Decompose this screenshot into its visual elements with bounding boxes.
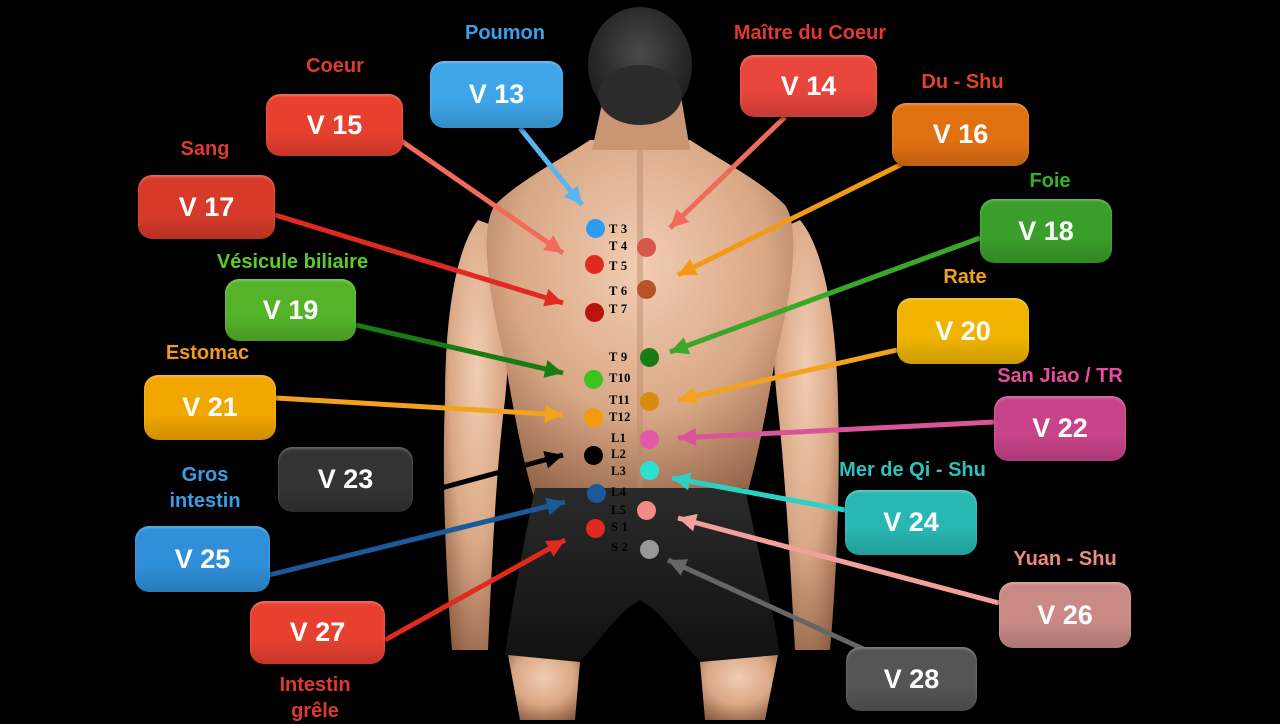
spine-dot-t5 — [585, 255, 604, 274]
vertebra-label: L4 — [611, 485, 627, 499]
code-box-v20: V 20 — [897, 298, 1029, 364]
organ-label-v17: Sang — [180, 138, 230, 160]
code-box-v26: V 26 — [999, 582, 1131, 648]
vertebra-label: T 7 — [609, 302, 628, 316]
vertebra-label: T12 — [609, 410, 631, 424]
organ-label-v20: Rate — [943, 266, 987, 288]
organ-label-v22: San Jiao / TR — [997, 365, 1123, 387]
code-box-v22: V 22 — [994, 396, 1126, 461]
organ-label-v24: Mer de Qi - Shu — [839, 459, 986, 481]
spine-dot-l4 — [587, 484, 606, 503]
spine-dot-l5 — [637, 501, 656, 520]
vertebra-label: T 5 — [609, 259, 628, 273]
spine-dot-l1 — [640, 430, 659, 449]
organ-label-v27: Intestin grêle — [279, 674, 351, 722]
vertebra-label: L2 — [611, 447, 627, 461]
spine-dot-t6 — [637, 280, 656, 299]
spine-dot-s2 — [640, 540, 659, 559]
code-box-v21: V 21 — [144, 375, 276, 440]
vertebra-label: T10 — [609, 371, 631, 385]
code-box-v13: V 13 — [430, 61, 563, 128]
spine-dot-l3 — [640, 461, 659, 480]
vertebra-label: S 1 — [611, 520, 629, 534]
code-box-v24: V 24 — [845, 490, 977, 555]
organ-label-v16: Du - Shu — [921, 71, 1004, 93]
organ-label-v19: Vésicule biliaire — [216, 251, 369, 273]
spine-dot-s1 — [586, 519, 605, 538]
spine-dot-t11 — [640, 392, 659, 411]
code-box-v15: V 15 — [266, 94, 403, 156]
vertebra-label: T 6 — [609, 284, 628, 298]
organ-label-v21: Estomac — [165, 342, 250, 364]
code-box-v17: V 17 — [138, 175, 275, 239]
code-box-v27: V 27 — [250, 601, 385, 664]
vertebra-label: T 4 — [609, 239, 628, 253]
vertebra-label: L3 — [611, 464, 627, 478]
vertebra-label: T11 — [609, 393, 631, 407]
code-box-v23: V 23 — [278, 447, 413, 512]
code-box-v19: V 19 — [225, 279, 356, 341]
code-box-v16: V 16 — [892, 103, 1029, 166]
spine-dot-t10 — [584, 370, 603, 389]
vertebra-label: T 9 — [609, 350, 628, 364]
vertebra-label: S 2 — [611, 540, 629, 554]
organ-label-v26: Yuan - Shu — [1013, 548, 1117, 570]
vertebra-label: L1 — [611, 431, 627, 445]
spine-dot-t9 — [640, 348, 659, 367]
organ-label-v14: Maître du Coeur — [733, 22, 887, 44]
organ-label-v13: Poumon — [465, 22, 545, 44]
spine-dot-t3 — [586, 219, 605, 238]
vertebra-label: L5 — [611, 503, 627, 517]
code-box-v25: V 25 — [135, 526, 270, 592]
organ-label-v25: Gros intestin — [169, 464, 241, 512]
code-box-v14: V 14 — [740, 55, 877, 117]
organ-label-v15: Coeur — [306, 55, 364, 77]
vertebra-label: T 3 — [609, 222, 628, 236]
spine-dot-t4 — [637, 238, 656, 257]
spine-dot-t12 — [584, 408, 603, 427]
spine-dot-l2 — [584, 446, 603, 465]
organ-label-v18: Foie — [1029, 170, 1071, 192]
code-box-v28: V 28 — [846, 647, 977, 711]
spine-dot-t7 — [585, 303, 604, 322]
code-box-v18: V 18 — [980, 199, 1112, 263]
